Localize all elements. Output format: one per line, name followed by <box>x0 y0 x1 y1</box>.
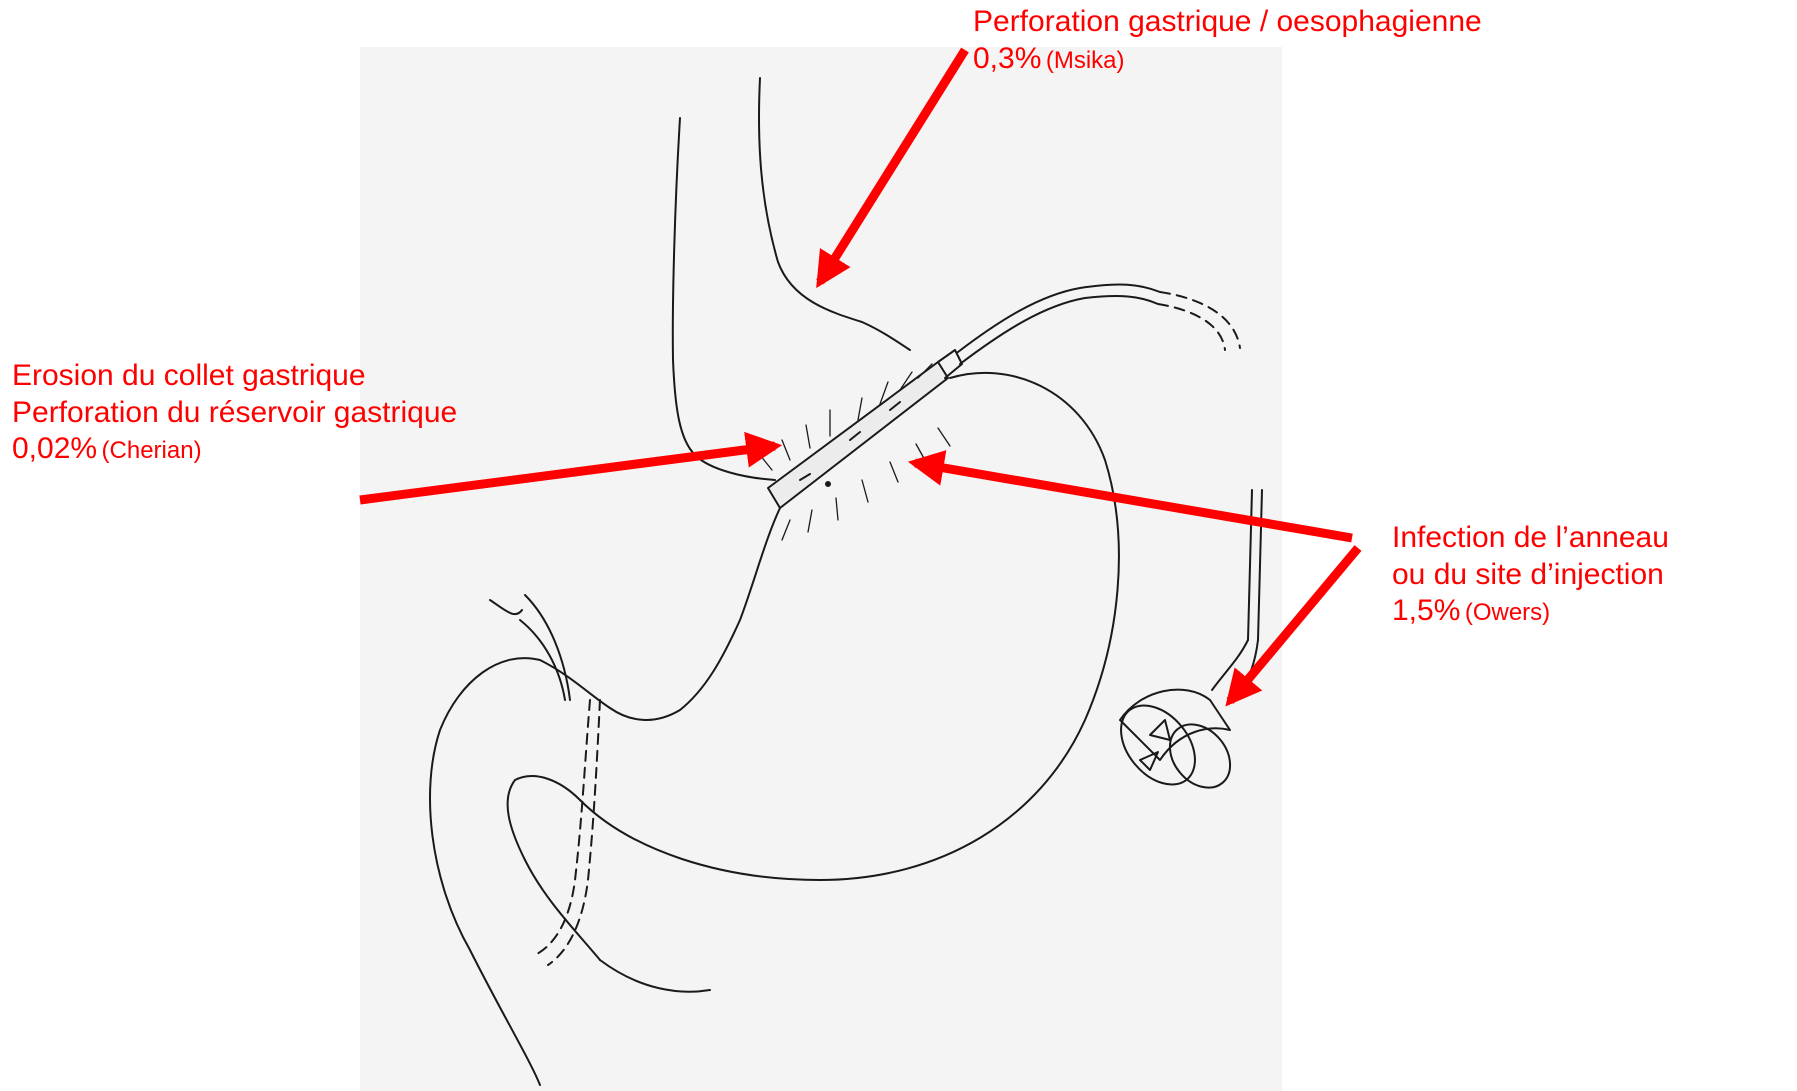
annotation-infection: Infection de l’anneau ou du site d’injec… <box>1392 520 1669 630</box>
illustration-paper <box>360 47 1282 1091</box>
annotation-perforation-oesophagienne: Perforation gastrique / oesophagienne 0,… <box>973 4 1482 77</box>
annotation-source: (Cherian) <box>102 437 202 464</box>
annotation-source: (Owers) <box>1465 599 1550 626</box>
annotation-line1: Infection de l’anneau <box>1392 520 1669 557</box>
annotation-rate: 1,5% <box>1392 594 1460 627</box>
annotation-erosion-collet: Erosion du collet gastrique Perforation … <box>12 358 457 468</box>
annotation-line1: Erosion du collet gastrique <box>12 358 457 395</box>
annotation-line2: Perforation du réservoir gastrique <box>12 395 457 432</box>
annotation-rate: 0,02% <box>12 432 97 465</box>
annotation-line2: ou du site d’injection <box>1392 557 1669 594</box>
annotation-title: Perforation gastrique / oesophagienne <box>973 4 1482 41</box>
annotation-source: (Msika) <box>1046 47 1125 74</box>
annotation-rate: 0,3% <box>973 42 1041 75</box>
